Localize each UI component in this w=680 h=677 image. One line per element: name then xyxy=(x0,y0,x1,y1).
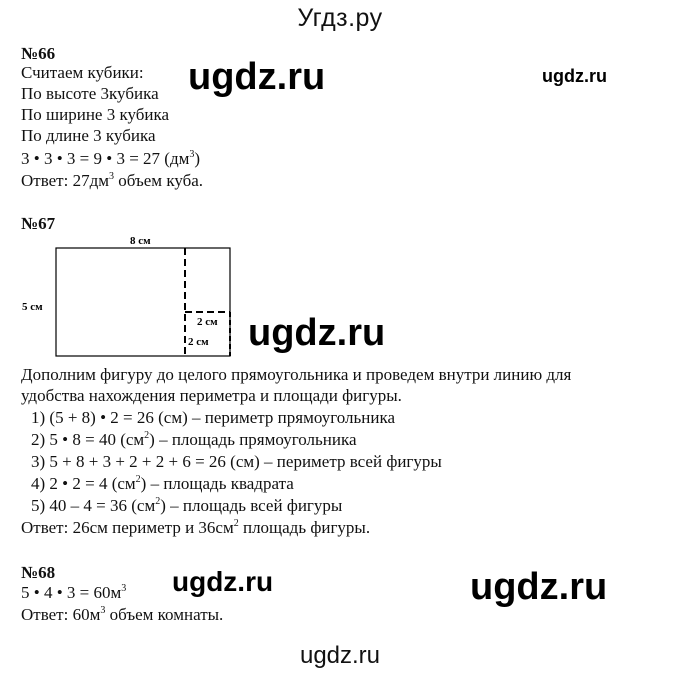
task-67-heading: №67 xyxy=(21,214,56,233)
watermark: ugdz.ru xyxy=(172,566,274,597)
site-header: Угдз.ру xyxy=(297,4,383,32)
task-67-step-1: 1) (5 + 8) • 2 = 26 (см) – периметр прям… xyxy=(31,408,395,427)
rectangle-outline xyxy=(55,247,231,357)
label-width: 8 см xyxy=(130,235,151,247)
label-square-side: 2 см xyxy=(188,336,209,348)
task-66-equation: 3 • 3 • 3 = 9 • 3 = 27 (дм3) xyxy=(21,149,201,168)
task-67-step-2: 2) 5 • 8 = 40 (см2) – площадь прямоуголь… xyxy=(31,430,357,449)
watermark: ugdz.ru xyxy=(470,566,608,608)
task-67-intro-2: удобства нахождения периметра и площади … xyxy=(21,386,402,405)
task-68-heading: №68 xyxy=(21,563,56,582)
watermark: ugdz.ru xyxy=(188,56,326,98)
task-67-step-3: 3) 5 + 8 + 3 + 2 + 2 + 6 = 26 (см) – пер… xyxy=(31,452,442,471)
task-67-step-5: 5) 40 – 4 = 36 (см2) – площадь всей фигу… xyxy=(31,496,343,515)
task-68-answer: Ответ: 60м3 объем комнаты. xyxy=(21,605,224,624)
task-67-intro-1: Дополним фигуру до целого прямоугольника… xyxy=(21,365,572,384)
task-66-heading: №66 xyxy=(21,44,56,63)
task-67-step-4: 4) 2 • 2 = 4 (см2) – площадь квадрата xyxy=(31,474,294,493)
watermark: ugdz.ru xyxy=(542,66,607,86)
task-68-equation: 5 • 4 • 3 = 60м3 xyxy=(21,583,127,602)
task-66-line-4: По длине 3 кубика xyxy=(21,126,156,145)
task-67-answer: Ответ: 26см периметр и 36см2 площадь фиг… xyxy=(21,518,371,537)
task-66-line-2: По высоте 3кубика xyxy=(21,84,159,103)
label-square-top: 2 см xyxy=(197,316,218,328)
site-footer: ugdz.ru xyxy=(299,642,381,669)
task-66-line-1: Считаем кубики: xyxy=(21,63,144,82)
task-67-figure: 8 см 5 см 2 см 2 см xyxy=(22,235,231,357)
task-66-line-3: По ширине 3 кубика xyxy=(21,105,170,124)
label-height: 5 см xyxy=(22,301,43,313)
watermark: ugdz.ru xyxy=(248,312,386,354)
task-66-answer: Ответ: 27дм3 объем куба. xyxy=(21,171,204,190)
